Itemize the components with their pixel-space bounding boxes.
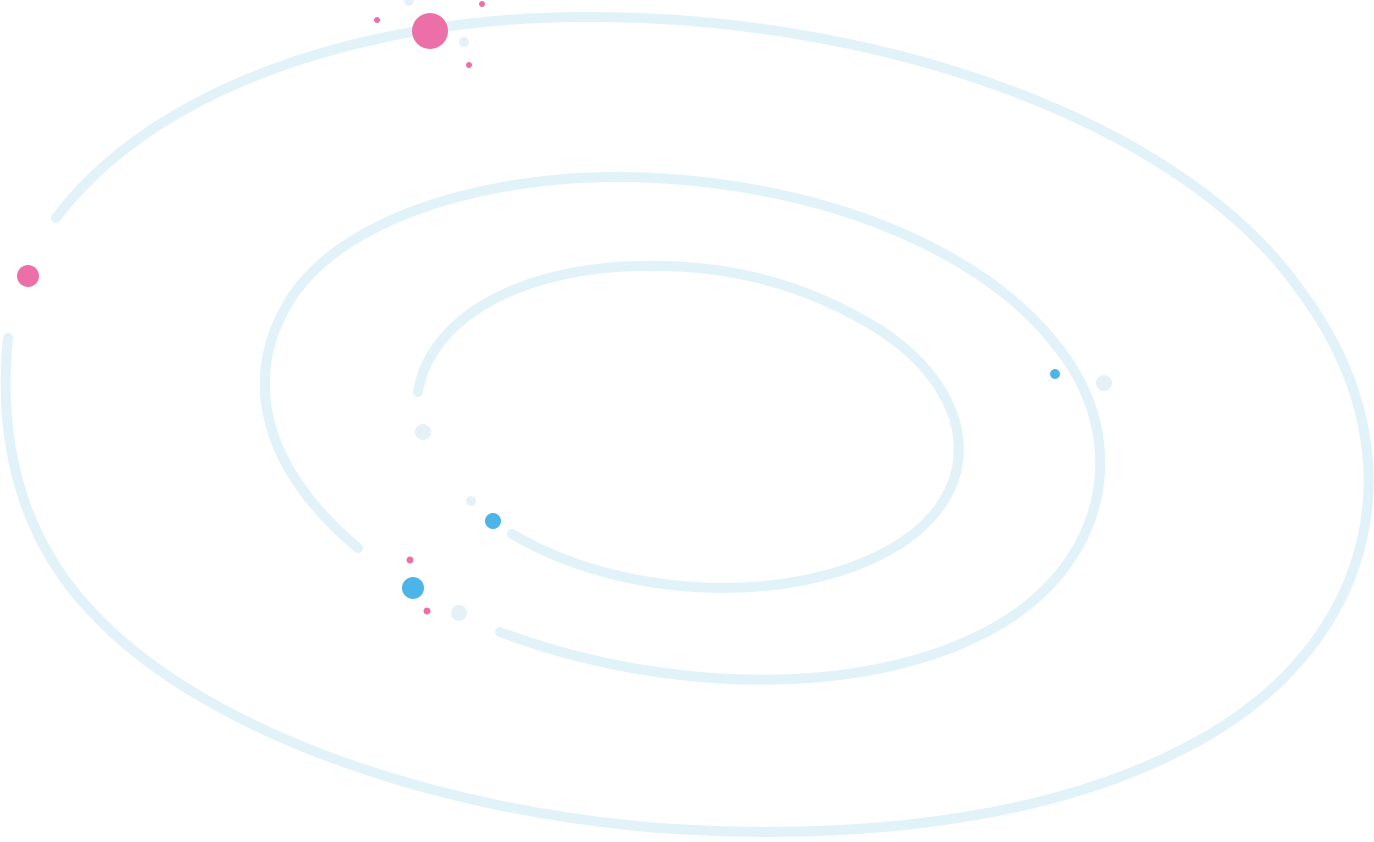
pink-dot bbox=[423, 607, 431, 615]
pink-dot bbox=[479, 1, 485, 7]
blue-planet-right bbox=[1050, 369, 1060, 379]
pale-dot bbox=[415, 424, 431, 440]
large-pink-planet bbox=[412, 13, 448, 49]
pale-dot bbox=[459, 37, 469, 47]
pale-dot bbox=[466, 496, 476, 506]
blue-planet-small bbox=[485, 513, 501, 529]
outer-orbit bbox=[0, 11, 1374, 837]
pink-dot bbox=[466, 62, 472, 68]
pink-dot bbox=[374, 17, 380, 23]
pale-dot bbox=[404, 0, 414, 6]
pink-dot bbox=[406, 556, 414, 564]
pale-dot bbox=[1096, 375, 1112, 391]
middle-orbit bbox=[259, 171, 1106, 685]
pink-planet-left bbox=[17, 265, 39, 287]
inner-orbit bbox=[413, 260, 964, 593]
pale-dot bbox=[451, 605, 467, 621]
blue-planet-center bbox=[402, 577, 424, 599]
